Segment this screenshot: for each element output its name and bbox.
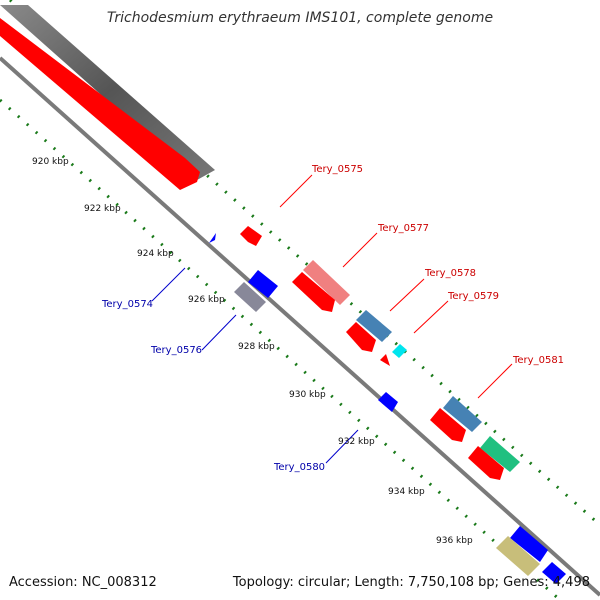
label-tery-0579: Tery_0579 — [447, 291, 499, 302]
gene-olive — [496, 536, 540, 576]
leader-tery-0578 — [389, 278, 425, 312]
gene-tery-0578 — [346, 322, 376, 352]
gene-tery-0576-blue — [248, 270, 278, 298]
label-tery-0576: Tery_0576 — [150, 345, 202, 356]
label-tery-0577: Tery_0577 — [377, 223, 429, 234]
kbp-label-920: 920 kbp — [32, 157, 69, 167]
accession-text: Accession: NC_008312 — [9, 575, 157, 590]
gene-green — [480, 436, 520, 472]
kbp-label-930: 930 kbp — [289, 390, 326, 400]
gene-red-lower — [468, 446, 504, 480]
gene-blue-lower — [510, 526, 548, 562]
leader-tery-0581 — [477, 363, 513, 399]
gene-tery-0574-arrow — [209, 233, 216, 243]
label-tery-0581: Tery_0581 — [512, 355, 564, 366]
kbp-label-932: 932 kbp — [338, 437, 375, 447]
gene-tery-0578-steel — [356, 310, 392, 342]
leader-tery-0576 — [201, 314, 237, 351]
leader-tery-0574 — [151, 267, 186, 302]
gene-tery-0577 — [292, 272, 335, 312]
gc-skew-band — [0, 5, 215, 180]
leader-tery-0577 — [342, 232, 378, 268]
inner-tick-track — [0, 98, 561, 600]
gene-tery-0579 — [380, 354, 390, 366]
backbone — [0, 56, 600, 597]
gene-tery-0576-stripe — [234, 282, 266, 312]
leader-tery-0575 — [279, 174, 313, 208]
label-tery-0580: Tery_0580 — [273, 462, 325, 473]
label-tery-0574: Tery_0574 — [101, 299, 153, 310]
kbp-label-936: 936 kbp — [436, 536, 473, 546]
map-title: Trichodesmium erythraeum IMS101, complet… — [107, 10, 493, 26]
gene-tery-0579-cyan — [392, 344, 407, 358]
label-tery-0578: Tery_0578 — [424, 268, 476, 279]
gene-tery-0581 — [430, 408, 466, 442]
leader-tery-0579 — [413, 300, 449, 334]
kbp-label-922: 922 kbp — [84, 204, 121, 214]
gene-tery-0580 — [378, 392, 398, 412]
kbp-label-928: 928 kbp — [238, 342, 275, 352]
gene-tery-0575 — [240, 226, 262, 246]
gene-tery-0581-steel — [443, 396, 482, 432]
kbp-label-934: 934 kbp — [388, 487, 425, 497]
kbp-label-924: 924 kbp — [137, 249, 174, 259]
forward-gene-long — [0, 18, 200, 190]
gene-blue-edge — [542, 562, 566, 584]
topology-text: Topology: circular; Length: 7,750,108 bp… — [232, 575, 590, 590]
label-tery-0575: Tery_0575 — [311, 164, 363, 175]
leader-tery-0580 — [325, 429, 359, 464]
gene-tery-0577-pink — [303, 260, 350, 305]
kbp-label-926: 926 kbp — [188, 295, 225, 305]
